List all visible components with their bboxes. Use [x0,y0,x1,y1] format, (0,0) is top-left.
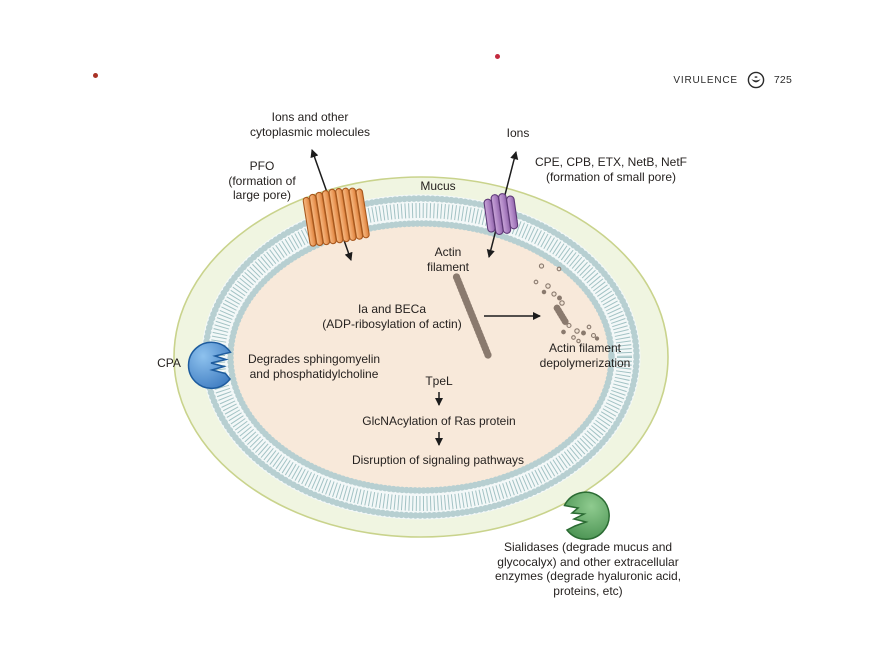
label-ions-large-pore: Ions and other cytoplasmic molecules [249,110,371,139]
actin-fragments-graphic [533,263,600,344]
red-annotation-dot [495,54,500,59]
label-actin-filament: Actin filament [426,245,470,274]
label-sialidases: Sialidases (degrade mucus and glycocalyx… [494,540,682,598]
label-ia-beca-toxin: Ia and BECa (ADP-ribosylation of actin) [322,302,462,331]
sialidase-enzyme-graphic [563,491,610,540]
journal-logo-icon [747,71,765,89]
small-pore-graphic [483,193,519,235]
cytoplasm [233,226,609,488]
label-tpel-action: GlcNAcylation of Ras protein [362,414,516,428]
pfo-pore-graphic [302,187,370,247]
label-tpel-toxin: TpeL [425,374,453,388]
cpa-enzyme-graphic [187,341,232,389]
page-header: VIRULENCE 725 [673,71,792,89]
label-small-pore-toxins: CPE, CPB, ETX, NetB, NetF (formation of … [534,155,688,184]
label-ions-small-pore: Ions [506,126,530,140]
label-actin-depolymerization: Actin filament depolymerization [539,341,631,370]
label-cpa-toxin: CPA [157,356,181,370]
page-number: 725 [773,74,792,86]
red-annotation-dot [93,73,98,78]
label-cpa-action: Degrades sphingomyelin and phosphatidylc… [247,352,381,381]
journal-title: VIRULENCE [673,74,738,86]
label-tpel-result: Disruption of signaling pathways [351,453,525,467]
label-mucus: Mucus [420,179,456,193]
actin-filament-graphic [452,273,492,359]
label-pfo-toxin: PFO (formation of large pore) [228,159,296,202]
